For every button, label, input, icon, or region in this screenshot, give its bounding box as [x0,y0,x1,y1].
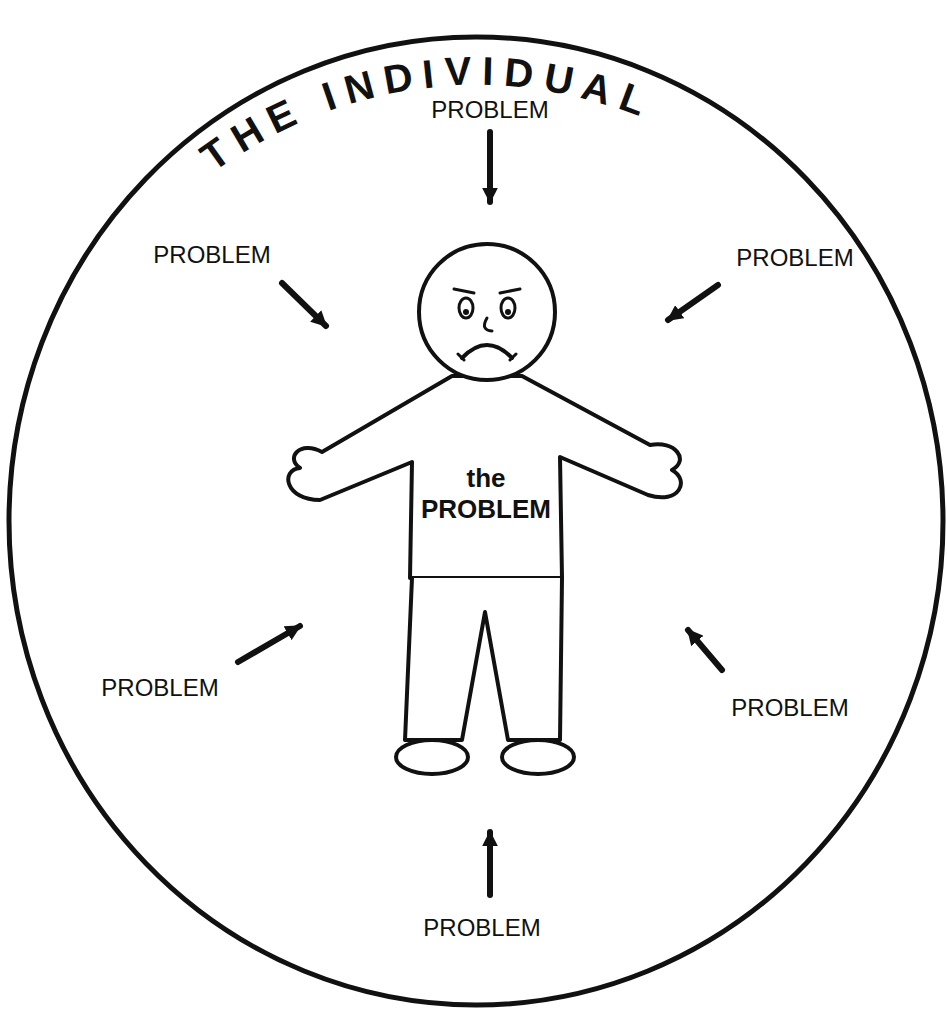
arrow [487,132,493,202]
problem-label: PROBLEM [421,916,542,940]
title-letter: D [503,52,536,95]
title-letter: H [224,109,269,158]
title-letter: L [615,76,652,122]
left-brow [454,289,474,293]
left-foot [396,740,468,774]
frown-mouth [462,345,512,358]
right-eye [501,298,515,318]
title-letter: I [482,51,494,91]
circle-outline-path [9,37,943,1005]
problem-label: PROBLEM [734,246,855,270]
title-letter: I [421,53,436,94]
title-letter: A [578,65,617,111]
arrow [487,832,493,895]
title-letter: T [193,131,236,178]
right-pupil [505,309,511,315]
left-pupil [463,309,469,315]
title-letter: E [260,92,301,140]
title-letter: N [339,64,377,110]
body-outline [288,376,681,578]
mouth-corner [458,354,516,360]
problem-label: PROBLEM [729,696,850,720]
shirt-text: the PROBLEM [420,463,552,525]
title-letter: U [541,56,577,101]
head [419,244,555,380]
title-letter: D [380,56,415,100]
title-letter: V [444,51,472,92]
right-foot [502,740,574,774]
shirt-box: the PROBLEM [414,418,558,570]
pants [405,578,562,740]
arrow [282,283,326,326]
title-letter [296,83,321,124]
nose [484,318,492,331]
right-brow [500,289,520,293]
problem-label: PROBLEM [151,243,272,267]
left-eye [459,298,473,318]
problem-label: PROBLEM [429,98,550,122]
arrow [668,285,718,320]
arrow [688,630,722,670]
title-letter: I [317,75,341,116]
problem-label: PROBLEM [99,676,220,700]
arrow [238,626,300,662]
